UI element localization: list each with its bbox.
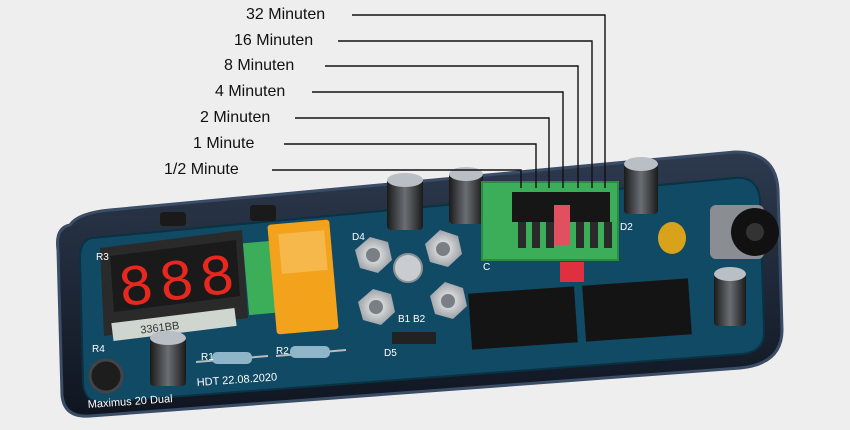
callout-label-16-min: 16 Minuten [234,32,314,49]
capacitor [624,157,658,214]
capacitor [714,267,746,326]
callout-lines [272,14,606,188]
terminal-nut [425,230,462,267]
power-relay [468,286,578,350]
callout-line [295,117,550,188]
power-relay [582,278,692,342]
board-date: HDT 22.08.2020 [196,371,277,389]
diode [392,332,436,344]
capacitor [449,167,483,224]
resistor [275,346,347,358]
label-d4: D4 [352,232,365,243]
callout-label-1-min: 1 Minute [193,135,255,152]
callout-label-half-min: 1/2 Minute [164,161,239,178]
label-r4: R4 [92,344,105,355]
buzzer [88,358,124,394]
led [393,253,423,283]
dc-jack [710,205,779,259]
transistor [250,205,276,221]
capacitor [387,173,423,230]
ceramic-capacitor [658,222,686,254]
label-b1b2: B1 B2 [398,314,426,325]
silkscreen: Maximus 20 Dual HDT 22.08.2020 R1 R2 R3 … [87,222,633,411]
callout-line [284,143,537,188]
capacitor [150,331,186,386]
board-name: Maximus 20 Dual [87,393,173,411]
dip-switch-module [481,181,619,282]
callout-label-32-min: 32 Minuten [246,6,326,23]
callout-line [312,91,564,188]
transistor [160,212,186,226]
label-d2: D2 [620,222,633,233]
terminal-nut [430,282,467,319]
callout-line [325,65,579,188]
callout-label-2-min: 2 Minuten [200,109,271,126]
terminal-nut [355,237,392,273]
ir-receiver-board [242,240,278,316]
label-r1: R1 [201,352,214,363]
relay [267,219,339,335]
label-d5: D5 [384,348,397,359]
resistor [195,352,269,364]
callout-line [352,14,606,188]
terminal-nut [358,289,395,325]
label-r3: R3 [96,252,109,263]
label-c: C [483,262,490,273]
callout-line [272,169,522,188]
seven-segment-display: 888 3361BB [100,230,248,342]
callout-line [338,40,593,188]
callout-label-8-min: 8 Minuten [224,57,295,74]
callout-label-4-min: 4 Minuten [215,83,286,100]
label-r2: R2 [276,346,289,357]
